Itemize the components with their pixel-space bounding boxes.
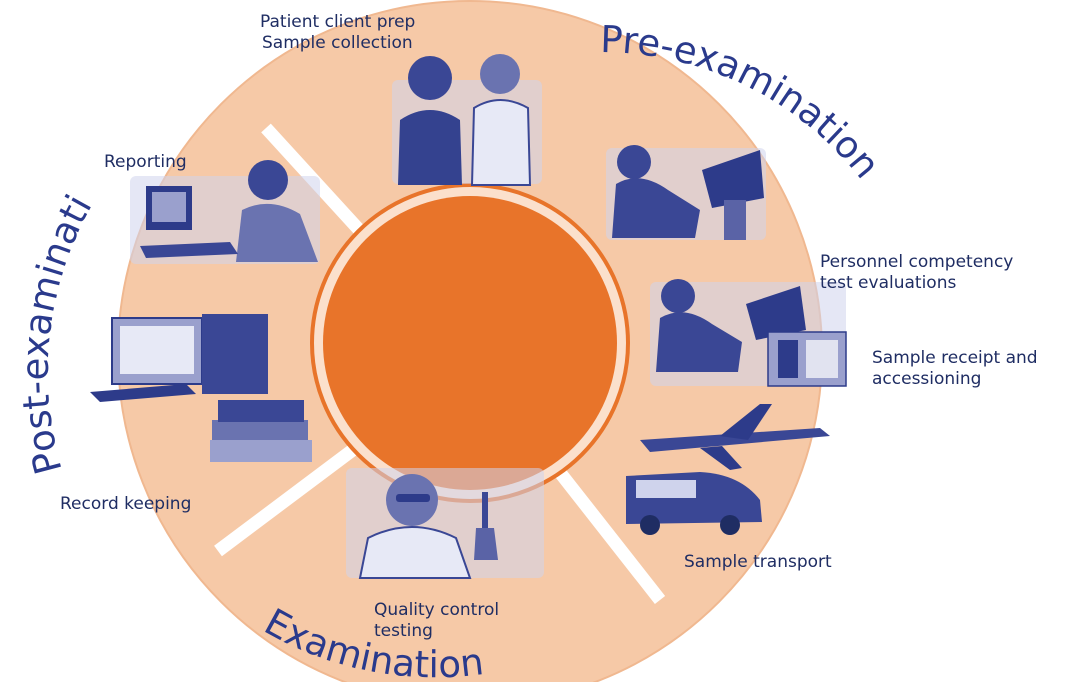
separator-bottom-left bbox=[214, 437, 366, 557]
phone-computer-photo bbox=[130, 160, 320, 264]
label-sample-receipt-line1: Sample receipt and bbox=[872, 348, 1038, 368]
label-reporting-line1: Reporting bbox=[104, 152, 187, 172]
label-patient-prep-line1: Patient client prep bbox=[260, 12, 416, 32]
label-personnel-line1: Personnel competency bbox=[820, 252, 1014, 272]
label-quality-control: Quality control testing bbox=[374, 600, 499, 642]
label-reporting: Reporting bbox=[104, 152, 187, 173]
label-patient-prep-line2: Sample collection bbox=[262, 33, 413, 53]
label-patient-prep: Patient client prep Sample collection bbox=[260, 12, 415, 54]
label-sample-transport: Sample transport bbox=[684, 552, 832, 573]
label-quality-control-line1: Quality control bbox=[374, 600, 500, 620]
lab-worker-photo bbox=[606, 145, 766, 240]
plane-van-photo bbox=[626, 404, 830, 535]
scientist-photo bbox=[346, 468, 544, 579]
lab-analyzer-photo bbox=[650, 279, 847, 387]
label-record-keeping: Record keeping bbox=[60, 494, 191, 515]
label-personnel-line2: test evaluations bbox=[820, 273, 957, 293]
computer-books-photo bbox=[90, 314, 312, 462]
doctor-patient-photo bbox=[392, 54, 542, 186]
label-quality-control-line2: testing bbox=[374, 621, 433, 641]
label-sample-receipt-line2: accessioning bbox=[872, 369, 982, 389]
label-personnel: Personnel competency test evaluations bbox=[820, 252, 1013, 294]
center-disc bbox=[323, 196, 617, 490]
phase-post-examination: Post-examination bbox=[0, 0, 100, 479]
label-record-keeping-line1: Record keeping bbox=[60, 494, 192, 514]
label-sample-transport-line1: Sample transport bbox=[684, 552, 832, 572]
label-sample-receipt: Sample receipt and accessioning bbox=[872, 348, 1038, 390]
